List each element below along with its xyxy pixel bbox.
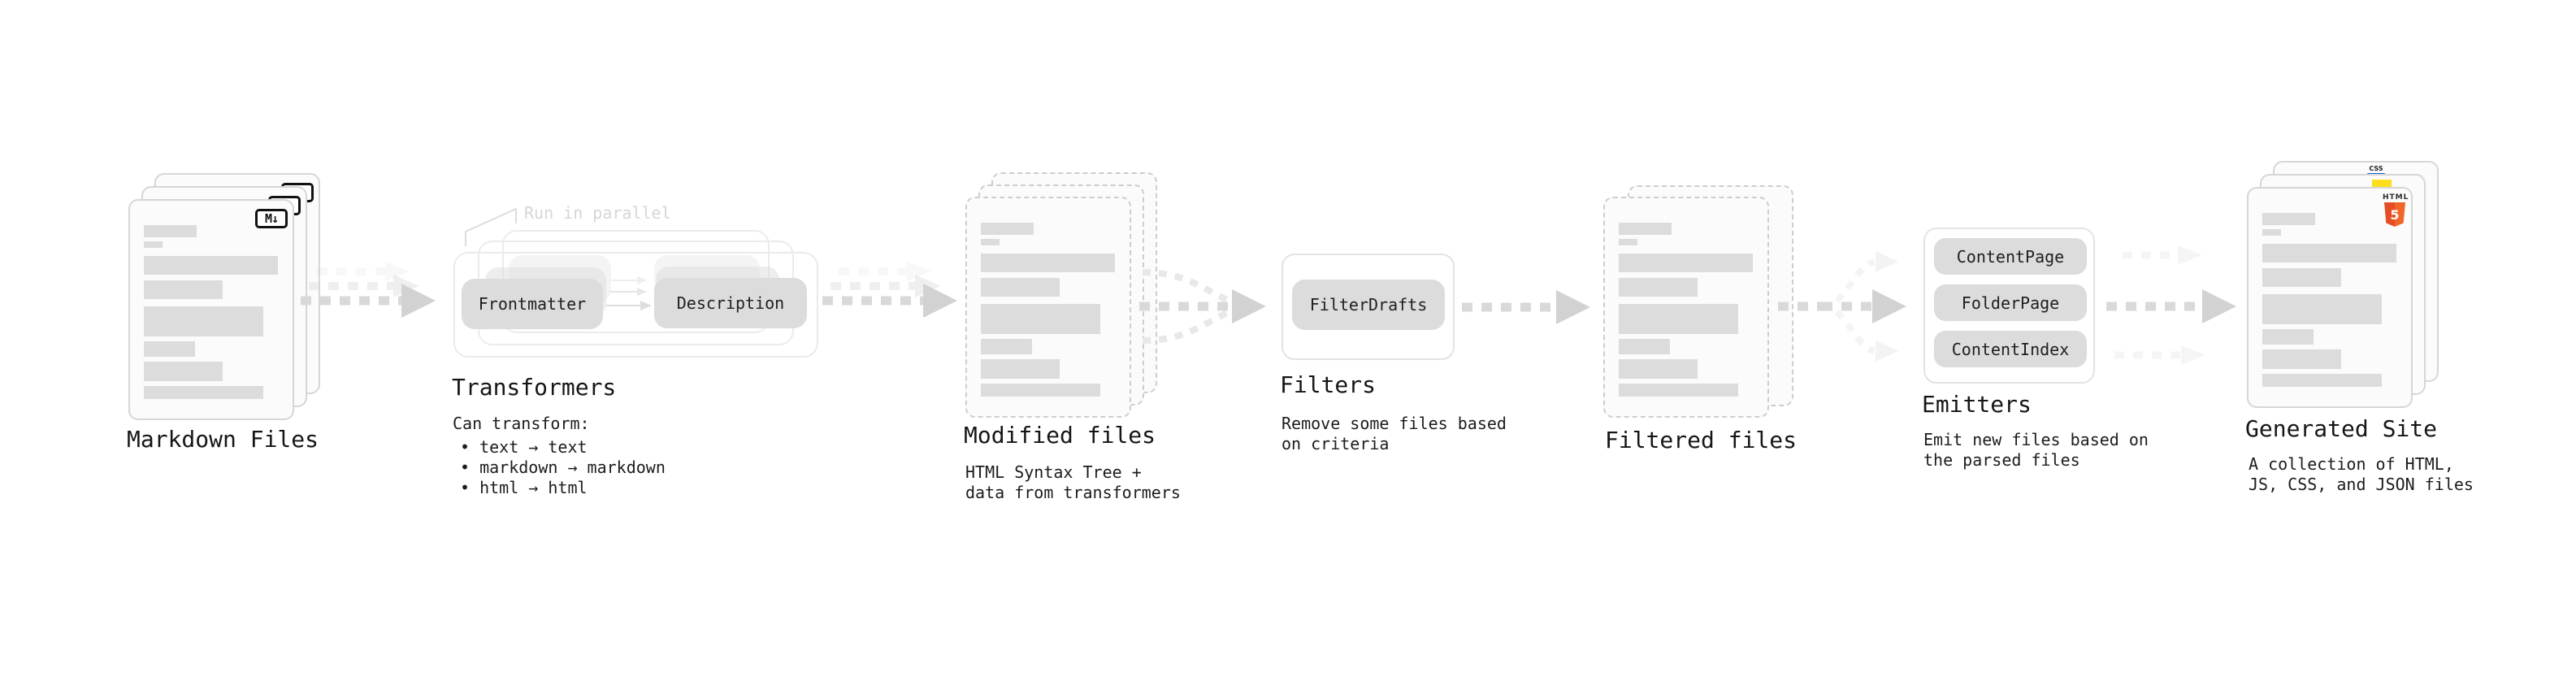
modified-file-card-front xyxy=(965,197,1131,418)
arrow-markdown-to-transformers xyxy=(301,262,436,318)
folderpage-pill: FolderPage xyxy=(1934,284,2087,321)
caption-line: HTML Syntax Tree + xyxy=(965,462,1142,482)
markdown-file-card-front: M↓ xyxy=(128,199,294,420)
doc-content-placeholder xyxy=(1605,198,1767,416)
modified-files-label: Modified files xyxy=(964,422,1156,449)
frontmatter-pill: Frontmatter xyxy=(462,279,603,329)
parallel-mini-arrows-icon xyxy=(606,276,652,310)
transformers-caption-title: Can transform: xyxy=(453,414,590,433)
contentindex-pill: ContentIndex xyxy=(1934,331,2087,367)
html5-word: HTML xyxy=(2383,193,2409,202)
arrow-transformers-to-modified xyxy=(822,262,957,318)
caption-line: Remove some files based xyxy=(1281,414,1507,433)
arrow-filtered-to-emitters-diverge xyxy=(1778,251,1906,362)
filterdrafts-pill: FilterDrafts xyxy=(1292,280,1445,330)
generated-site-caption: A collection of HTML, JS, CSS, and JSON … xyxy=(2249,454,2474,495)
html5-logo-icon: HTML 5 xyxy=(2383,193,2409,227)
html5-number: 5 xyxy=(2390,206,2400,223)
contentpage-pill: ContentPage xyxy=(1934,238,2087,275)
transformers-label: Transformers xyxy=(452,374,617,401)
filters-box xyxy=(1281,254,1455,360)
transformers-bullet: • markdown → markdown xyxy=(460,458,666,477)
emitters-box xyxy=(1923,228,2095,384)
markdown-icon: M↓ xyxy=(255,209,288,228)
markdown-files-label: Markdown Files xyxy=(127,426,319,453)
generated-file-card-front: HTML 5 xyxy=(2247,187,2413,408)
arrow-filters-to-filtered xyxy=(1462,290,1590,324)
generated-site-label: Generated Site xyxy=(2245,415,2438,442)
arrows-emitters-to-generated xyxy=(2106,245,2236,365)
emitters-label: Emitters xyxy=(1922,391,2032,418)
caption-line: data from transformers xyxy=(965,483,1181,502)
transformers-bullet: • html → html xyxy=(460,478,588,497)
caption-line: the parsed files xyxy=(1923,450,2080,470)
description-pill: Description xyxy=(654,278,807,328)
css-icon-text: CSS xyxy=(2369,165,2383,172)
doc-content-placeholder xyxy=(130,201,293,419)
filters-caption: Remove some files based on criteria xyxy=(1281,414,1507,454)
run-in-parallel-leader-line xyxy=(465,207,517,246)
caption-line: on criteria xyxy=(1281,434,1390,453)
emitters-caption: Emit new files based on the parsed files xyxy=(1923,430,2149,471)
filtered-file-card-front xyxy=(1603,197,1769,418)
caption-line: A collection of HTML, xyxy=(2249,454,2454,474)
doc-content-placeholder xyxy=(967,198,1130,416)
caption-line: JS, CSS, and JSON files xyxy=(2249,475,2474,494)
doc-content-placeholder xyxy=(2249,189,2411,406)
filtered-files-label: Filtered files xyxy=(1605,427,1798,453)
modified-files-caption: HTML Syntax Tree + data from transformer… xyxy=(965,462,1181,503)
transformers-panel-front xyxy=(453,252,818,358)
transformers-bullet: • text → text xyxy=(460,437,588,457)
run-in-parallel-annotation: Run in parallel xyxy=(524,203,671,223)
filters-label: Filters xyxy=(1280,371,1377,398)
arrow-modified-to-filters-converge xyxy=(1139,269,1266,344)
caption-line: Emit new files based on xyxy=(1923,430,2149,449)
html5-shield: 5 xyxy=(2384,202,2405,227)
